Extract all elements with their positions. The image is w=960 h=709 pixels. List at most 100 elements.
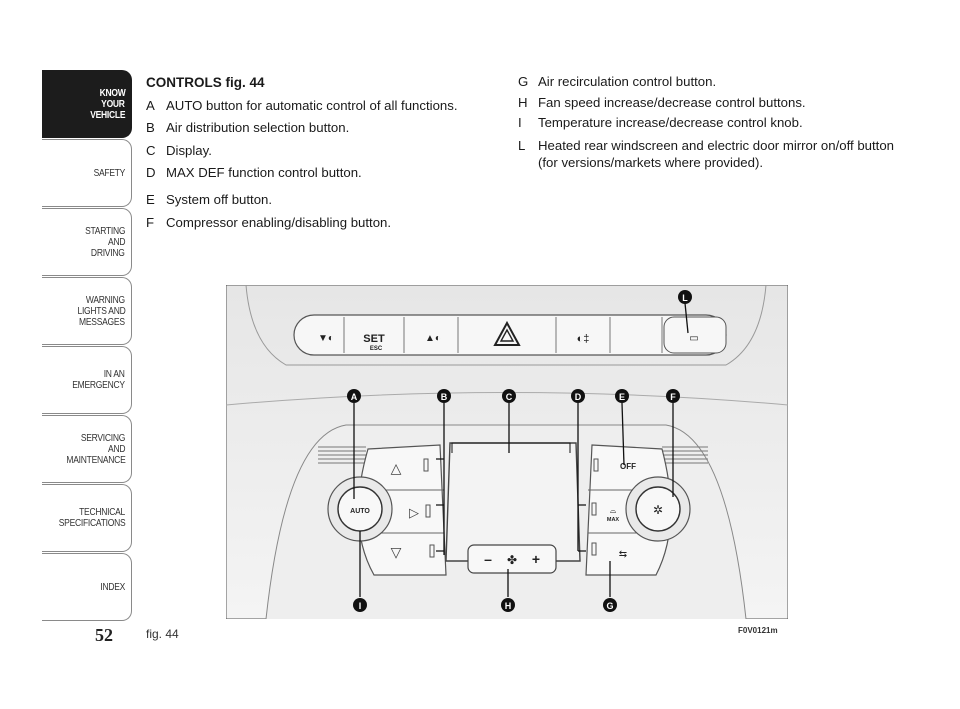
tab-label-line: AND xyxy=(107,443,125,455)
item-letter: F xyxy=(146,214,155,230)
fan-speed-buttons xyxy=(467,544,557,574)
rear-defrost-button xyxy=(663,316,727,354)
tab-label-line: SAFETY xyxy=(93,167,125,179)
svg-text:C: C xyxy=(506,392,513,402)
list-item: L Heated rear windscreen and electric do… xyxy=(518,137,898,171)
led-indicator xyxy=(591,542,597,556)
led-indicator xyxy=(423,458,429,472)
fan-icon: ✤ xyxy=(507,553,517,567)
tab-in-an-emergency[interactable]: IN AN EMERGENCY xyxy=(42,346,132,414)
list-item: E System off button. xyxy=(146,189,506,212)
climate-panel-illustration: ▼◐ SET ESC ▲◐ ◐‡ ▭ △ ▷ ▽ AUTO xyxy=(225,284,789,620)
item-letter: E xyxy=(146,191,155,207)
fan-plus: + xyxy=(532,551,540,567)
tab-label-line: INDEX xyxy=(100,581,125,593)
tab-label-line: SERVICING xyxy=(80,432,126,444)
dashboard-curve xyxy=(245,284,767,366)
item-letter: B xyxy=(146,120,155,136)
tab-label-line: TECHNICAL xyxy=(79,507,125,518)
off-label: OFF xyxy=(620,462,636,471)
svg-text:H: H xyxy=(505,601,512,611)
air-up-icon: △ xyxy=(391,460,402,476)
tab-label-line: MAINTENANCE xyxy=(65,454,125,466)
callout-a: A xyxy=(347,389,361,403)
item-letter: I xyxy=(518,115,522,130)
tab-label-line: MESSAGES xyxy=(79,316,125,328)
item-description: AUTO button for automatic control of all… xyxy=(166,97,458,113)
tab-label-line: EMERGENCY xyxy=(72,380,125,391)
list-item: G Air recirculation control button. xyxy=(518,72,898,93)
list-item: I Temperature increase/decrease control … xyxy=(518,113,898,134)
tab-technical-specifications[interactable]: TECHNICAL SPECIFICATIONS xyxy=(42,484,132,552)
tab-label-line: VEHICLE xyxy=(89,109,125,121)
item-letter: H xyxy=(518,94,528,110)
tab-label-line: KNOW xyxy=(99,87,125,99)
cruise-up-icon: ▲◐ xyxy=(425,333,441,344)
tab-starting-and-driving[interactable]: STARTING AND DRIVING xyxy=(42,208,132,276)
esc-label: ESC xyxy=(370,346,383,352)
callout-b: B xyxy=(437,389,451,403)
tab-label-line: AND xyxy=(107,236,125,248)
max-def-icon: ⌓ xyxy=(610,506,617,515)
list-item: H Fan speed increase/decrease control bu… xyxy=(518,93,898,114)
controls-list-left: CONTROLS fig. 44 A AUTO button for autom… xyxy=(146,72,506,234)
tab-label-line: SPECIFICATIONS xyxy=(58,518,125,529)
tab-label-line: IN AN xyxy=(104,369,125,380)
air-face-icon: ▷ xyxy=(409,505,419,520)
max-label: MAX xyxy=(607,517,620,523)
callout-l: L xyxy=(678,290,692,304)
item-letter: G xyxy=(518,74,529,89)
tab-servicing-and-maintenance[interactable]: SERVICING AND MAINTENANCE xyxy=(42,415,132,483)
led-indicator xyxy=(429,544,435,558)
tab-label-line: STARTING xyxy=(84,225,125,237)
right-vent xyxy=(662,446,708,464)
compressor-button xyxy=(635,486,681,532)
callout-g: G xyxy=(603,598,617,612)
item-description: Fan speed increase/decrease control butt… xyxy=(538,94,806,110)
item-description: Compressor enabling/disabling button. xyxy=(166,214,392,230)
item-description: Temperature increase/decrease control kn… xyxy=(538,115,803,130)
list-item: B Air distribution selection button. xyxy=(146,117,506,140)
cruise-down-icon: ▼◐ xyxy=(318,333,334,344)
item-description: Display. xyxy=(166,142,212,158)
item-letter: L xyxy=(518,137,526,153)
display-screen xyxy=(445,442,581,562)
item-description: Air distribution selection button. xyxy=(166,120,350,136)
item-description: System off button. xyxy=(166,191,273,207)
led-indicator xyxy=(425,504,431,518)
tab-label-line: YOUR xyxy=(101,98,125,110)
callout-h: H xyxy=(501,598,515,612)
recirculation-icon: ⇆ xyxy=(619,549,627,560)
list-item: D MAX DEF function control button. xyxy=(146,162,506,185)
tab-warning-lights-and-messages[interactable]: WARNING LIGHTS AND MESSAGES xyxy=(42,277,132,345)
tab-label-line: LIGHTS AND xyxy=(77,305,125,317)
fan-minus: – xyxy=(484,551,492,567)
set-label: SET xyxy=(363,333,385,345)
led-indicator xyxy=(593,458,599,472)
snowflake-icon: ✲ xyxy=(653,503,663,517)
svg-text:F: F xyxy=(670,392,676,402)
section-heading: CONTROLS fig. 44 xyxy=(146,75,265,90)
list-item: C Display. xyxy=(146,140,506,163)
page-number: 52 xyxy=(95,625,113,645)
item-letter: A xyxy=(146,97,155,113)
callout-c: C xyxy=(502,389,516,403)
item-description: Air recirculation control button. xyxy=(538,74,717,89)
climate-control-figure: ▼◐ SET ESC ▲◐ ◐‡ ▭ △ ▷ ▽ AUTO xyxy=(225,284,789,620)
tab-know-your-vehicle[interactable]: KNOW YOUR VEHICLE xyxy=(42,70,132,138)
svg-text:E: E xyxy=(619,392,625,402)
item-description: Heated rear windscreen and electric door… xyxy=(538,137,895,170)
auto-label: AUTO xyxy=(350,508,370,515)
air-feet-icon: ▽ xyxy=(391,544,402,560)
item-letter: D xyxy=(146,165,156,181)
svg-text:B: B xyxy=(441,392,448,402)
callout-f: F xyxy=(666,389,680,403)
callout-e: E xyxy=(615,389,629,403)
tab-index[interactable]: INDEX xyxy=(42,553,132,621)
svg-text:I: I xyxy=(359,601,362,611)
callout-d: D xyxy=(571,389,585,403)
hazard-icon xyxy=(493,320,521,346)
tab-safety[interactable]: SAFETY xyxy=(42,139,132,207)
tab-label-line: WARNING xyxy=(86,294,125,306)
figure-code: F0V0121m xyxy=(738,626,778,635)
